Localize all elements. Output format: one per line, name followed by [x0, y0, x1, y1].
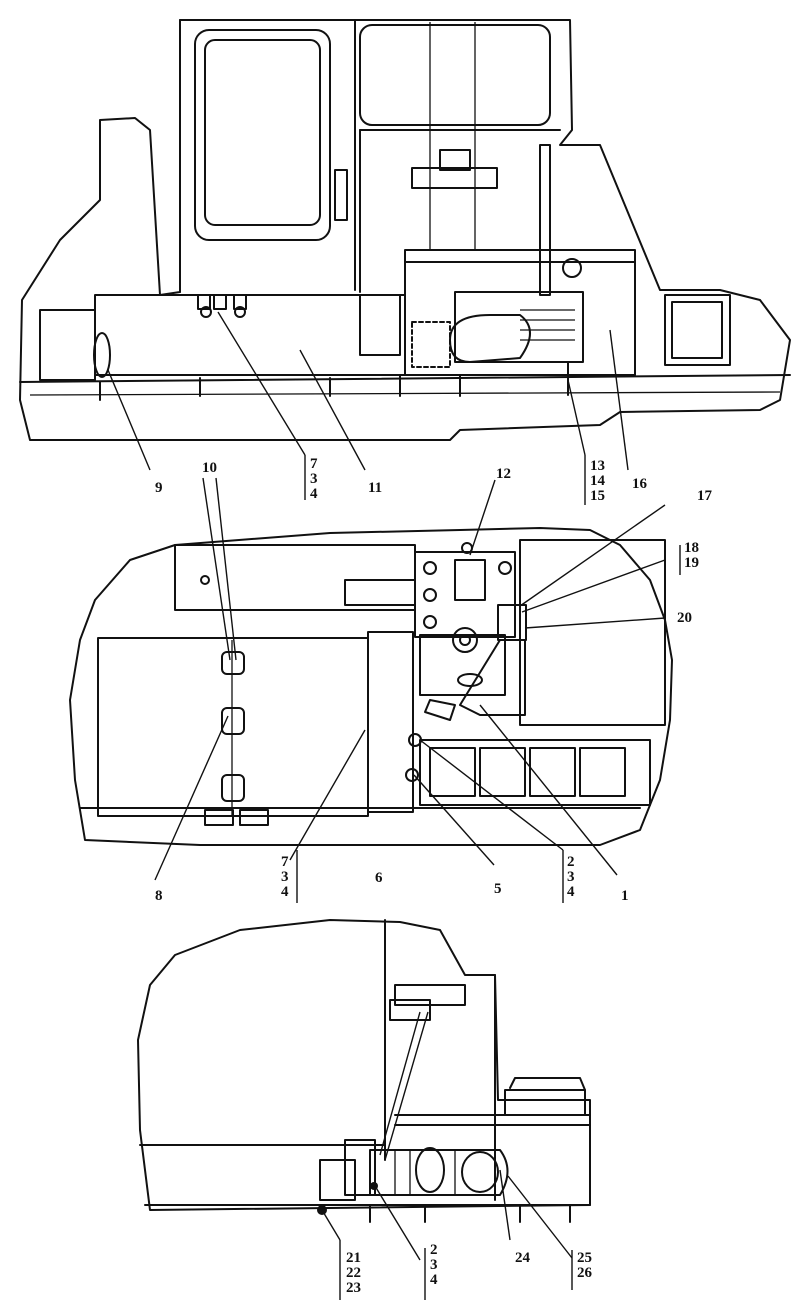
callout-9: 9 [155, 480, 163, 496]
callout-16: 16 [632, 476, 648, 492]
callout-5: 5 [494, 881, 502, 897]
callout-10: 10 [202, 460, 217, 476]
bottom-view [137, 919, 591, 1300]
callout-1: 1 [621, 888, 629, 904]
callout-11: 11 [368, 480, 382, 496]
top-view [19, 19, 791, 505]
callout-24: 24 [515, 1250, 531, 1266]
callout-8: 8 [155, 888, 163, 904]
middle-view [69, 477, 681, 903]
callout-12: 12 [496, 466, 511, 482]
callout-17: 17 [697, 488, 713, 504]
latch-1 [221, 651, 245, 802]
callout-20: 20 [677, 610, 692, 626]
callout-6: 6 [375, 870, 383, 886]
